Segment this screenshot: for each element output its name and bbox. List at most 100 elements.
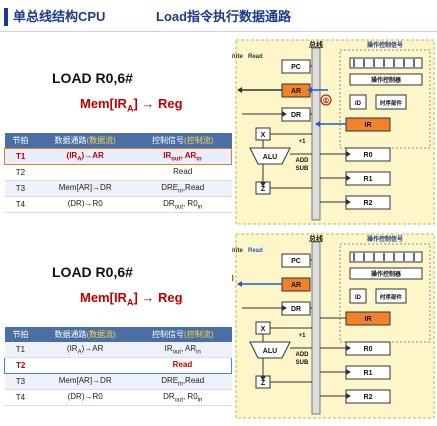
header-accent-bar — [4, 8, 8, 26]
row-step: T4 — [4, 196, 37, 213]
semantics-pre: Mem[IR — [80, 96, 127, 111]
path-main: (IR — [66, 343, 78, 353]
signal-main: DRE — [161, 375, 179, 385]
row-signal: Read — [133, 164, 232, 181]
add-label: ADD — [296, 352, 310, 358]
bus-label: 总线 — [309, 40, 323, 49]
plus-one-label: +1 — [299, 139, 307, 145]
row-path: Mem[AR]→DR — [36, 180, 134, 197]
ir-out-arrow — [315, 121, 320, 127]
row-signal: DREin,Read — [133, 180, 232, 197]
col-signal-label: 控制信号 — [152, 136, 185, 145]
slide-title: 单总线结构CPU — [13, 9, 106, 24]
signal-second: , R0 — [182, 391, 198, 401]
timing-unit-box — [375, 288, 407, 304]
x-label: X — [261, 132, 266, 139]
row-signal: IRout, ARin — [133, 342, 232, 358]
col-step: 节拍 — [4, 133, 37, 149]
signal-second-sub: in — [196, 156, 202, 163]
id-box — [349, 288, 367, 304]
step-marker-circle — [232, 274, 234, 282]
row-path — [36, 164, 134, 181]
signal-second-sub: in — [197, 397, 203, 404]
signal-main: DRE — [161, 182, 179, 192]
reg-in-arrow — [346, 151, 351, 157]
path-main: Mem[AR]→DR — [58, 182, 112, 192]
reg-in-arrow — [346, 393, 351, 399]
pc-label: PC — [291, 258, 301, 265]
signal-second: , R0 — [182, 198, 198, 208]
row-signal: DREin,Read — [133, 373, 232, 390]
signal-sub: out — [174, 397, 183, 404]
row-signal: DRout, R0in — [133, 389, 232, 406]
row-step: T2 — [4, 357, 37, 374]
ar-to-mem-arrow — [237, 87, 242, 93]
table-row: T2 Read — [4, 357, 232, 374]
signal-sub: in — [178, 381, 183, 388]
cpu-datapath-diagram: WriteRead总线操作控制信号操作控制器ID时序部件PCAR①MEMDRIR… — [232, 39, 435, 225]
panel-step-t2: LOAD R0,6# Mem[IRA] → Reg 节拍数据通路(数据流)控制信号(… — [0, 232, 437, 422]
signal-bus-bars — [349, 57, 423, 69]
alu-shape — [249, 341, 291, 359]
alu-to-z-arrow — [260, 376, 266, 381]
col-signal-note: (控制流) — [184, 330, 214, 339]
col-path: 数据通路(数据流) — [36, 133, 134, 149]
read-signal-label: Read — [248, 54, 263, 60]
r1-label: R1 — [364, 176, 373, 183]
r2-label: R2 — [364, 200, 373, 207]
signal-second-sub: in — [196, 349, 201, 356]
slide-subtitle: Load指令执行数据通路 — [156, 9, 292, 24]
signal-second: ,Read — [182, 375, 205, 385]
signal-sub: out — [174, 204, 183, 211]
id-label: ID — [355, 101, 362, 107]
r2-label: R2 — [364, 394, 373, 401]
bus-label: 总线 — [309, 234, 323, 243]
row-step: T2 — [4, 164, 37, 181]
add-label: ADD — [296, 158, 310, 164]
path-main: (DR)→R0 — [67, 391, 103, 401]
col-step: 节拍 — [4, 327, 37, 342]
row-path — [36, 357, 134, 374]
system-bus — [311, 47, 321, 221]
row-path: (IRA)→AR — [36, 342, 134, 358]
signal-second-sub: in — [197, 204, 203, 211]
col-path-label: 数据通路 — [54, 136, 87, 145]
r1-label: R1 — [364, 370, 373, 377]
table-header-row: 节拍数据通路(数据流)控制信号(控制流) — [4, 327, 232, 342]
path-sub: A — [77, 349, 82, 356]
row-path: (DR)→R0 — [36, 196, 134, 213]
instruction-semantics: Mem[IRA] → Reg — [80, 96, 183, 114]
timing-unit-label: 时序部件 — [380, 293, 403, 301]
path-main: (IR — [66, 150, 78, 160]
ar-label: AR — [291, 88, 301, 95]
semantics-post: ] → Reg — [133, 290, 183, 305]
instruction-semantics: Mem[IRA] → Reg — [80, 290, 183, 308]
path-main: Mem[AR]→DR — [58, 375, 112, 385]
plus-one-label: +1 — [299, 333, 307, 339]
signal-bus-bars — [349, 251, 423, 263]
z-label: Z — [261, 380, 266, 387]
col-signal-note: (控制流) — [184, 136, 214, 145]
system-bus — [311, 241, 321, 415]
operation-controller-label: 操作控制器 — [371, 76, 402, 84]
signal-main: Read — [173, 166, 193, 176]
cpu-datapath-diagram: WriteRead总线操作控制信号操作控制器ID时序部件PCAR②MEMDRIR… — [232, 233, 435, 419]
x-label: X — [261, 326, 266, 333]
signal-main: DR — [163, 198, 175, 208]
path-end: )→AR — [81, 343, 104, 353]
instruction-text: LOAD R0,6# — [52, 264, 133, 280]
col-path-note: (数据流) — [86, 136, 116, 145]
signal-main: Read — [172, 359, 193, 369]
table-header-row: 节拍数据通路(数据流)控制信号(控制流) — [4, 133, 232, 149]
signal-second: , AR — [180, 343, 197, 353]
mem-to-dr-arrow — [282, 111, 287, 117]
ir-label: IR — [365, 122, 372, 129]
signal-main: DR — [163, 391, 175, 401]
op-signal-label: 操作控制信号 — [367, 41, 403, 49]
table-row: T2 Read — [4, 164, 232, 181]
